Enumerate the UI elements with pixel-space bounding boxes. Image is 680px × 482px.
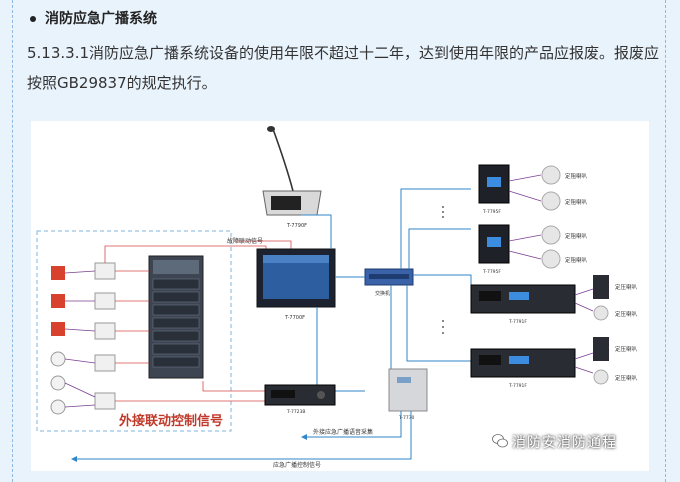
wechat-icon	[492, 434, 508, 448]
watermark: 消防安消防通程	[512, 435, 617, 451]
speaker-label-3: 定阻喇叭	[565, 232, 588, 240]
microphone-console	[262, 126, 322, 216]
external-audio-label: 外接应急广播语音采集	[313, 428, 373, 436]
broadcast-control-line	[77, 411, 412, 460]
ellipsis-dots	[442, 206, 444, 334]
wall-panel-1	[478, 164, 510, 204]
broadcast-host	[256, 248, 336, 308]
speaker-label-6: 定压喇叭	[615, 310, 638, 318]
speaker-label-4: 定阻喇叭	[565, 256, 588, 264]
module-wires	[64, 270, 96, 408]
box-model-label: T-7770	[398, 415, 415, 421]
system-diagram-svg: T-7790F 故障联动信号 T-7700F 交换机 T-7795F	[36, 126, 638, 469]
linkage-box	[36, 230, 232, 432]
section-heading: 消防应急广播系统	[30, 8, 157, 28]
network-switch	[364, 268, 414, 286]
mic-model-label: T-7790F	[286, 223, 307, 229]
rack-amp-label-1: T-7791F	[508, 319, 527, 325]
fault-signal-label: 故障联动信号	[227, 237, 263, 245]
bullet-icon	[30, 16, 36, 22]
power-amplifier	[264, 384, 336, 406]
speaker-label-8: 定压喇叭	[615, 374, 638, 382]
speaker-label-5: 定压喇叭	[615, 283, 638, 291]
constant-voltage-speakers	[593, 275, 609, 385]
fire-control-cabinet	[148, 255, 204, 379]
audio-collector-box	[388, 368, 428, 412]
fault-line	[235, 240, 292, 251]
broadcast-control-label: 应急广播控制信号	[273, 461, 321, 469]
section-heading-text: 消防应急广播系统	[45, 11, 157, 27]
system-diagram: T-7790F 故障联动信号 T-7700F 交换机 T-7795F	[31, 121, 649, 471]
ceiling-speakers	[541, 165, 561, 269]
input-modules	[94, 262, 116, 410]
speaker-label-1: 定阻喇叭	[565, 172, 588, 180]
rack-amplifier-1	[470, 284, 576, 314]
alarm-devices	[50, 266, 66, 415]
wall-panel-2	[478, 224, 510, 264]
speaker-label-2: 定阻喇叭	[565, 198, 588, 206]
panel-model-label-1: T-7795F	[482, 209, 501, 215]
amp-model-label: T-7723B	[286, 409, 306, 415]
rack-amplifier-2	[470, 348, 576, 378]
external-audio-line	[307, 411, 402, 438]
host-model-label: T-7700F	[284, 315, 305, 321]
switch-label: 交换机	[375, 290, 390, 297]
panel-model-label-2: T-7795F	[482, 269, 501, 275]
regulation-paragraph: 5.13.3.1消防应急广播系统设备的使用年限不超过十二年，达到使用年限的产品应…	[27, 44, 660, 92]
speaker-wires	[508, 174, 594, 374]
external-control-label: 外接联动控制信号	[118, 413, 223, 429]
content-frame	[12, 0, 666, 482]
rack-amp-label-2: T-7791F	[508, 383, 527, 389]
speaker-label-7: 定压喇叭	[615, 345, 638, 353]
